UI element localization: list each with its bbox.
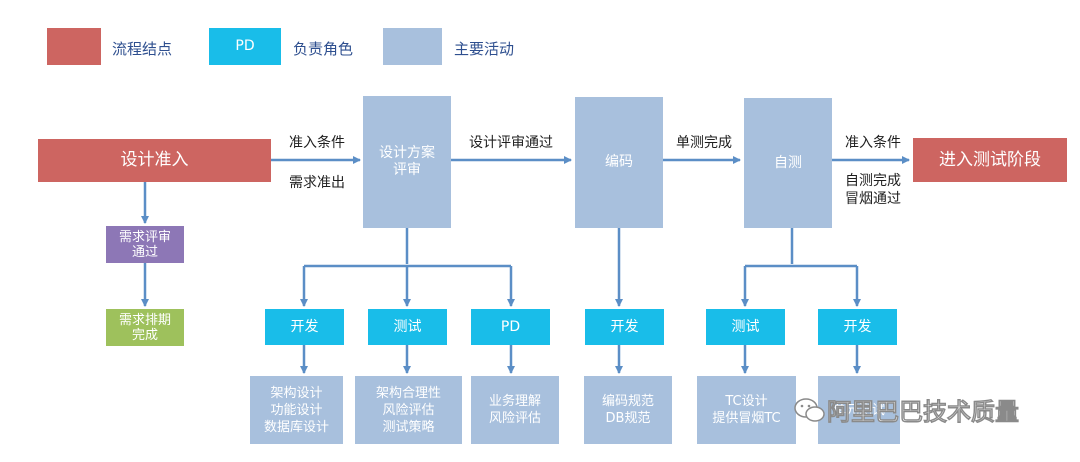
node-enter-test-phase: 进入测试阶段: [913, 138, 1067, 182]
node-coding: 编码: [575, 97, 663, 228]
edge-label-self-test-done: 自测完成 冒烟通过: [845, 173, 901, 207]
legend-role-label: 负责角色: [293, 40, 354, 58]
node-requirement-schedule: 需求排期 完成: [106, 309, 184, 346]
edge-label-entry-condition-2: 准入条件: [845, 135, 901, 151]
activity-dev-2: 编码规范 DB规范: [584, 376, 672, 444]
role-dev-2: 开发: [585, 309, 664, 345]
legend-activity-swatch: [383, 28, 442, 65]
edge-label-entry-condition: 准入条件: [289, 135, 345, 151]
node-design-review: 设计方案 评审: [363, 96, 451, 228]
legend-role-swatch: PD: [209, 28, 281, 65]
node-self-test: 自测: [744, 98, 832, 228]
watermark: 阿里巴巴技术质量: [793, 392, 1019, 427]
wechat-icon: [794, 397, 825, 422]
activity-dev-1: 架构设计 功能设计 数据库设计: [250, 376, 343, 444]
legend-node-label: 流程结点: [112, 40, 173, 58]
activity-dev-3: 单元测试: [818, 376, 900, 444]
node-design-entry: 设计准入: [38, 139, 271, 182]
legend-node-swatch: [47, 28, 101, 65]
legend-activity-label: 主要活动: [454, 40, 515, 58]
activity-pd: 业务理解 风险评估: [471, 376, 559, 444]
role-dev-3: 开发: [818, 309, 897, 345]
edge-label-design-pass: 设计评审通过: [469, 135, 553, 151]
edge-label-requirement-exit: 需求准出: [289, 175, 345, 191]
role-test-1: 测试: [368, 309, 447, 345]
activity-test-1: 架构合理性 风险评估 测试策略: [355, 376, 462, 444]
edge-label-unit-test-done: 单测完成: [676, 135, 732, 151]
activity-test-2: TC设计 提供冒烟TC: [697, 376, 796, 444]
node-requirement-review: 需求评审 通过: [106, 226, 184, 263]
role-dev-1: 开发: [265, 309, 344, 345]
watermark-text: 阿里巴巴技术质量: [827, 398, 1020, 427]
role-pd: PD: [471, 309, 550, 345]
role-test-2: 测试: [706, 309, 785, 345]
